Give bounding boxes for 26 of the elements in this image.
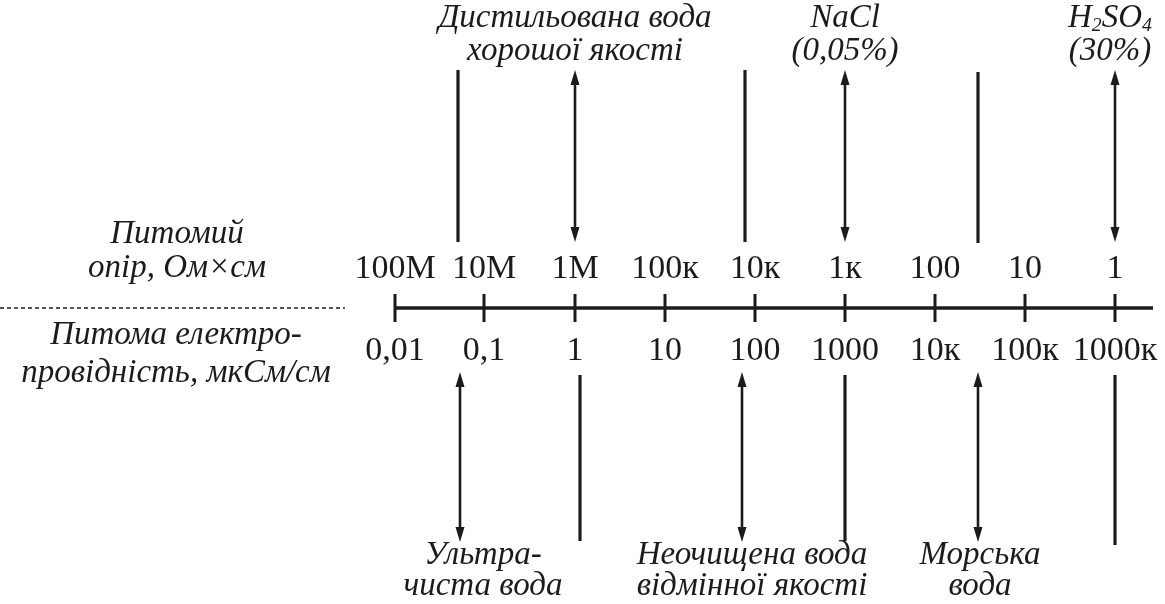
- scale-value: 100: [729, 332, 781, 366]
- scale-value: 100М: [354, 250, 436, 284]
- scale-value: 0,1: [462, 332, 506, 366]
- sample-label: Неочищена вода відмінної якості: [636, 538, 868, 601]
- scale-title: Питома електро- провідність, мкСм/см: [21, 315, 331, 391]
- scale-value: 10к: [729, 250, 781, 284]
- scale-value: 100: [909, 250, 961, 284]
- scale-title: Питомий опір, Ом×см: [88, 215, 266, 283]
- scale-value: 1к: [828, 250, 862, 284]
- scale-value: 100к: [991, 332, 1059, 366]
- scale-value: 1000к: [1072, 332, 1158, 366]
- scale-value: 10М: [451, 250, 517, 284]
- scale-value: 10: [1008, 250, 1042, 284]
- sample-label: Дистильована вода хорошої якості: [438, 0, 712, 66]
- scale-value: 100к: [631, 250, 699, 284]
- scale-value: 1000: [811, 332, 879, 366]
- sample-label: NaCl (0,05%): [791, 0, 899, 66]
- sample-label: Морська вода: [919, 538, 1041, 601]
- sample-label: Ультра- чиста вода: [403, 538, 563, 601]
- scale-value: 1М: [551, 250, 599, 284]
- scale-value: 0,01: [365, 332, 425, 366]
- scale-value: 10к: [909, 332, 961, 366]
- sample-label: H$_{2}$SO$_{4}$ (30%): [1068, 0, 1152, 66]
- scale-value: 10: [648, 332, 682, 366]
- scale-value: 1: [1106, 250, 1124, 284]
- scale-value: 1: [566, 332, 584, 366]
